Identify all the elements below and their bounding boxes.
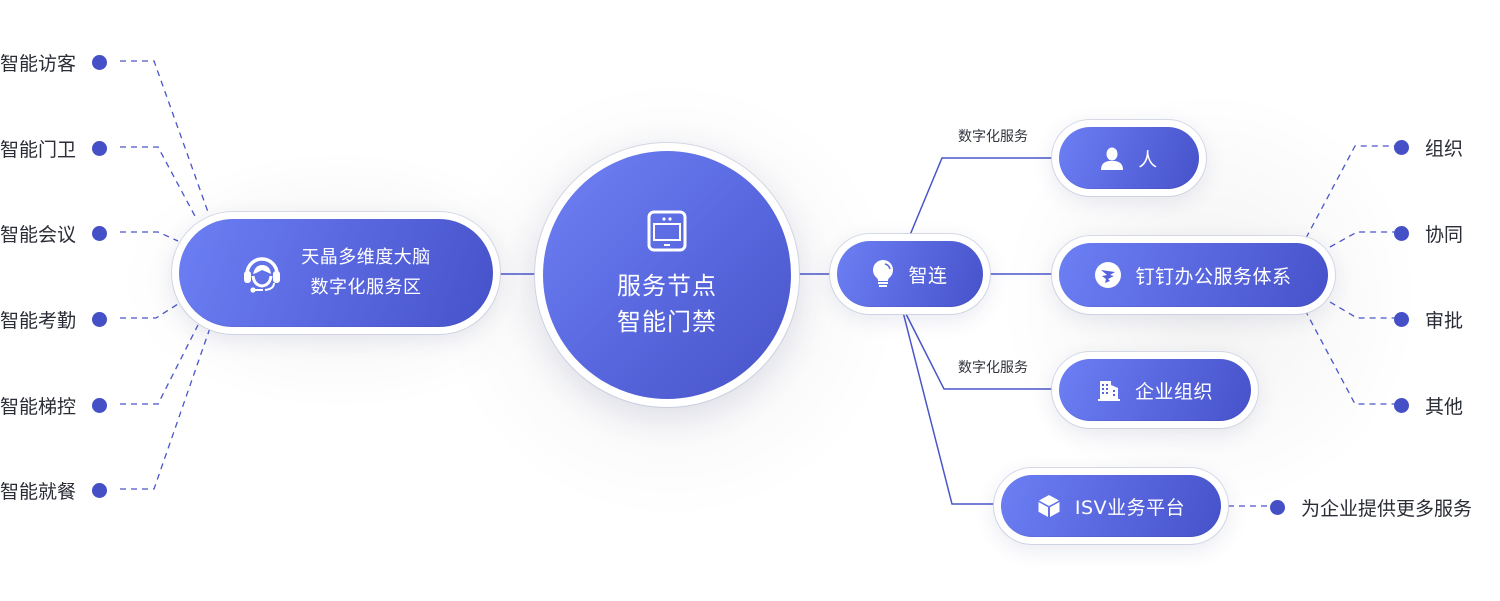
leaf-smart-elevator: 智能梯控 xyxy=(0,392,108,419)
right-hub-label: 智连 xyxy=(908,264,948,287)
connector-smart-dining xyxy=(120,327,211,490)
right-hub-pill: 智连 xyxy=(837,241,983,307)
branch-enterprise-pill: 企业组织 xyxy=(1059,359,1251,421)
connector-zhilian-enterprise xyxy=(904,311,1055,390)
headset-agent-icon xyxy=(241,252,283,294)
person-icon xyxy=(1100,146,1124,170)
leaf-collab: 协同 xyxy=(1394,220,1463,247)
branch-enterprise-node[interactable]: 企业组织 xyxy=(1052,352,1258,428)
leaf-dot xyxy=(1394,312,1409,327)
branch-person-node[interactable]: 人 xyxy=(1052,120,1206,196)
right-hub-node[interactable]: 智连 xyxy=(830,234,990,314)
leaf-approval: 审批 xyxy=(1394,306,1463,333)
center-title-line1: 服务节点 xyxy=(617,272,717,300)
leaf-smart-dining: 智能就餐 xyxy=(0,477,108,504)
leaf-label: 协同 xyxy=(1425,224,1464,246)
connector-zhilian-isv xyxy=(902,311,998,505)
leaf-label: 智能考勤 xyxy=(0,310,77,332)
left-hub-title: 天晶多维度大脑 数字化服务区 xyxy=(301,243,431,303)
leaf-dot xyxy=(1394,140,1409,155)
leaf-label: 组织 xyxy=(1425,138,1464,160)
branch-isv-pill: ISV业务平台 xyxy=(1001,475,1221,537)
leaf-dot xyxy=(92,141,108,156)
leaf-dot xyxy=(92,312,108,327)
connector-smart-visitor xyxy=(120,60,209,213)
branch-person-label: 人 xyxy=(1138,148,1158,171)
left-hub-title-line2: 数字化服务区 xyxy=(310,277,422,298)
connector-zhilian-person xyxy=(909,157,1055,236)
connector-other xyxy=(1304,309,1396,405)
face-recognition-terminal-icon xyxy=(647,210,687,256)
lightbulb-icon xyxy=(872,259,894,289)
leaf-label: 智能会议 xyxy=(0,224,77,246)
leaf-smart-visitor: 智能访客 xyxy=(0,49,108,76)
leaf-more-services: 为企业提供更多服务 xyxy=(1270,494,1472,521)
left-hub-title-line1: 天晶多维度大脑 xyxy=(301,247,431,268)
connector-smart-meeting xyxy=(120,231,179,242)
center-title-line2: 智能门禁 xyxy=(617,308,717,336)
branch-dingtalk-pill: 钉钉办公服务体系 xyxy=(1059,243,1328,307)
right-dashed-connectors xyxy=(1228,145,1396,507)
center-node[interactable]: 服务节点 智能门禁 xyxy=(535,143,799,407)
leaf-dot xyxy=(92,398,108,413)
leaf-label: 审批 xyxy=(1425,310,1464,332)
leaf-label: 智能就餐 xyxy=(0,481,77,503)
building-icon xyxy=(1097,378,1121,402)
branch-isv-label: ISV业务平台 xyxy=(1074,496,1186,519)
connector-smart-elevator xyxy=(120,324,199,405)
leaf-dot xyxy=(92,226,108,241)
connector-approval xyxy=(1329,301,1396,319)
leaf-dot xyxy=(92,55,108,70)
branch-dingtalk-node[interactable]: 钉钉办公服务体系 xyxy=(1052,236,1335,314)
connector-org xyxy=(1305,145,1396,239)
branch-enterprise-label: 企业组织 xyxy=(1134,380,1213,403)
leaf-dot xyxy=(1394,398,1409,413)
branch-person-pill: 人 xyxy=(1059,127,1199,189)
solid-connectors xyxy=(498,157,1055,505)
leaf-label: 智能访客 xyxy=(0,53,77,75)
edge-label-digital-service-person: 数字化服务 xyxy=(958,129,1028,145)
leaf-org: 组织 xyxy=(1394,134,1463,161)
connector-collab xyxy=(1329,231,1396,248)
leaf-label: 其他 xyxy=(1425,396,1464,418)
left-hub-node[interactable]: 天晶多维度大脑 数字化服务区 xyxy=(172,212,500,334)
branch-isv-node[interactable]: ISV业务平台 xyxy=(994,468,1228,544)
leaf-dot xyxy=(92,483,108,498)
leaf-label: 智能梯控 xyxy=(0,396,77,418)
edge-label-digital-service-enterprise: 数字化服务 xyxy=(958,360,1028,376)
leaf-dot xyxy=(1394,226,1409,241)
cube-icon xyxy=(1037,494,1061,518)
left-hub-pill: 天晶多维度大脑 数字化服务区 xyxy=(179,219,493,327)
leaf-smart-attendance: 智能考勤 xyxy=(0,306,108,333)
dingtalk-icon xyxy=(1095,262,1122,288)
leaf-label: 为企业提供更多服务 xyxy=(1301,498,1473,520)
leaf-smart-meeting: 智能会议 xyxy=(0,220,108,247)
branch-dingtalk-label: 钉钉办公服务体系 xyxy=(1135,265,1292,288)
leaf-dot xyxy=(1270,500,1285,515)
connector-smart-attendance xyxy=(120,303,179,319)
leaf-smart-guard: 智能门卫 xyxy=(0,135,108,162)
left-dashed-connectors xyxy=(120,60,211,490)
center-circle: 服务节点 智能门禁 xyxy=(543,151,791,399)
leaf-label: 智能门卫 xyxy=(0,139,77,161)
connector-smart-guard xyxy=(120,146,197,219)
leaf-other: 其他 xyxy=(1394,392,1463,419)
